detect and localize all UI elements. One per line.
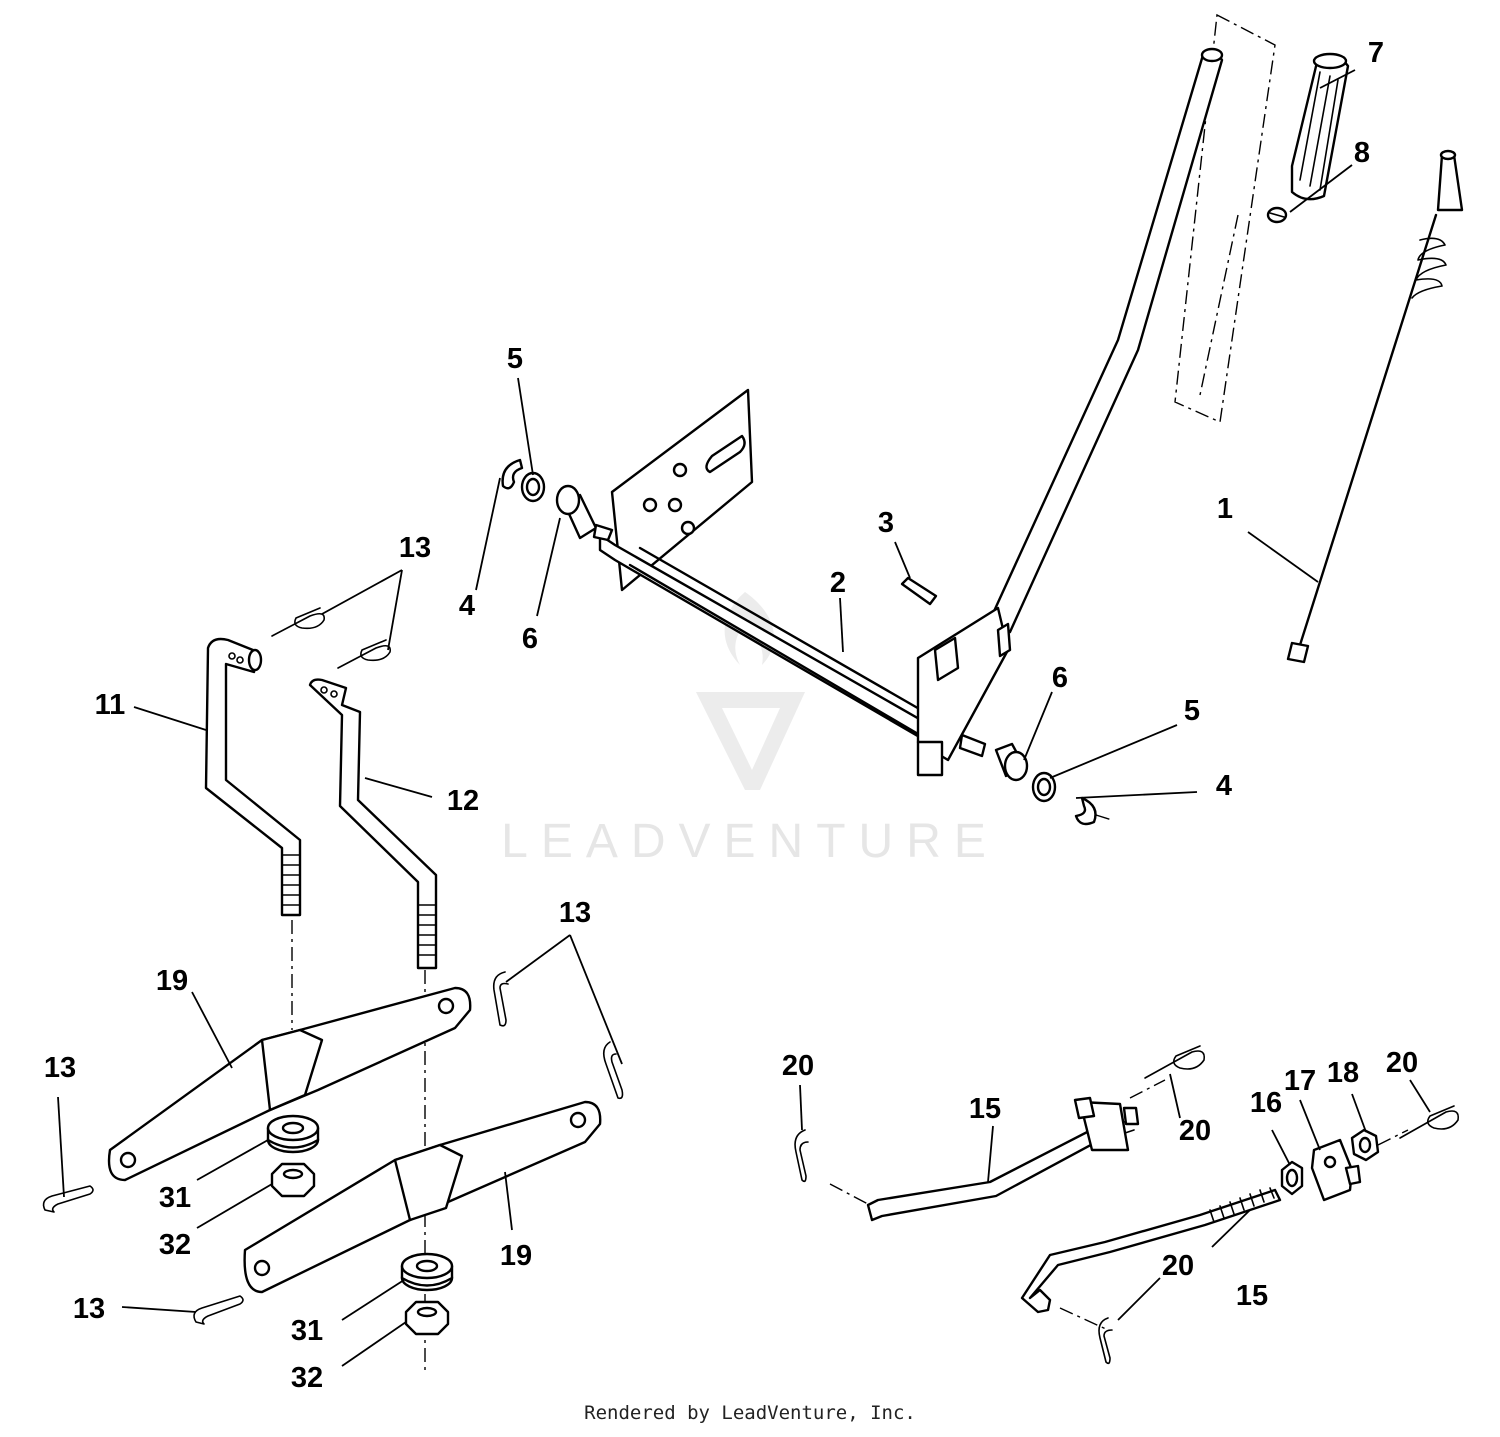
hairpin-part-13-mid2 [602, 1041, 624, 1100]
callout-31-upper: 31 [159, 1182, 191, 1214]
nut-part-16 [1280, 1160, 1304, 1196]
callout-20-right: 20 [1386, 1047, 1418, 1079]
nut-part-8 [1266, 206, 1288, 224]
callout-4-left: 4 [459, 590, 475, 622]
callout-7: 7 [1368, 37, 1384, 69]
block-part-17 [1310, 1138, 1362, 1202]
lift-arm-part-19-upper [107, 986, 472, 1182]
callout-2: 2 [830, 567, 846, 599]
callout-17: 17 [1284, 1065, 1316, 1097]
nut-part-32-lower [404, 1300, 450, 1336]
callout-15-upper: 15 [969, 1093, 1001, 1125]
callout-3: 3 [878, 507, 894, 539]
callout-32-lower: 32 [291, 1362, 323, 1394]
callout-6-right: 6 [1052, 662, 1068, 694]
watermark: LEADVENTURE [501, 592, 999, 868]
callout-13-top: 13 [399, 532, 431, 564]
hairpin-part-13-top2 [337, 639, 392, 669]
callout-8: 8 [1354, 137, 1370, 169]
callout-16: 16 [1250, 1087, 1282, 1119]
lift-arm-part-19-lower [243, 1100, 602, 1294]
callout-20-upper: 20 [1179, 1115, 1211, 1147]
adjust-rod-part-15-upper [866, 1096, 1140, 1222]
callout-20-bottom: 20 [1162, 1250, 1194, 1282]
callout-32-upper: 32 [159, 1229, 191, 1261]
callout-1: 1 [1217, 493, 1233, 525]
adjust-rod-part-15-lower [1020, 1187, 1282, 1314]
callout-31-lower: 31 [291, 1315, 323, 1347]
callout-12: 12 [447, 785, 479, 817]
footer-credit: Rendered by LeadVenture, Inc. [584, 1402, 916, 1424]
callout-13-bottom: 13 [73, 1293, 105, 1325]
hairpin-part-20-right [1399, 1105, 1460, 1139]
washer-part-5-left [520, 471, 546, 503]
leader-lines [57, 69, 1431, 1367]
callout-18: 18 [1327, 1057, 1359, 1089]
callout-5-right: 5 [1184, 695, 1200, 727]
callout-11: 11 [95, 689, 126, 721]
watermark-text: LEADVENTURE [501, 815, 999, 868]
callout-4-right: 4 [1216, 770, 1232, 802]
nut-part-32-upper [270, 1162, 316, 1198]
hairpin-part-20-upper [1144, 1045, 1206, 1079]
hairpin-part-20-left [794, 1129, 809, 1183]
callout-15-lower: 15 [1236, 1280, 1268, 1312]
callout-13-left: 13 [44, 1052, 76, 1084]
cable-part-1 [1286, 149, 1464, 664]
callout-6-left: 6 [522, 623, 538, 655]
clip-part-4-left [501, 458, 524, 490]
callout-5-left: 5 [507, 343, 523, 375]
clip-part-4-right [1074, 796, 1113, 826]
callout-13-mid: 13 [559, 897, 591, 929]
lift-link-part-12 [308, 678, 438, 970]
bushing-part-6-left [555, 484, 614, 542]
grip-center-line [1199, 214, 1239, 396]
callout-20-left: 20 [782, 1050, 814, 1082]
grommet-part-31-upper [266, 1114, 320, 1154]
grip-part-7 [1290, 52, 1350, 201]
pin-part-3 [900, 576, 938, 606]
hairpin-part-13-left [42, 1185, 94, 1213]
grommet-part-31-lower [400, 1252, 454, 1292]
hairpin-part-20-bottom [1098, 1317, 1113, 1365]
callout-19-lower: 19 [500, 1240, 532, 1272]
hairpin-part-13-bottom [193, 1295, 244, 1325]
lift-link-part-11 [204, 637, 302, 917]
hairpin-part-13-mid1 [492, 971, 509, 1027]
bushing-part-6-right [994, 742, 1029, 782]
hairpin-part-13-top1 [271, 607, 326, 637]
washer-part-5-right [1031, 771, 1057, 803]
grip-dashed-outline [1174, 13, 1276, 424]
callout-19-upper: 19 [156, 965, 188, 997]
callouts: 1 2 3 4 4 5 5 6 6 7 8 11 12 13 13 13 13 … [44, 37, 1418, 1394]
nut-part-18 [1350, 1128, 1380, 1162]
lift-shaft-part-2 [598, 47, 1224, 777]
